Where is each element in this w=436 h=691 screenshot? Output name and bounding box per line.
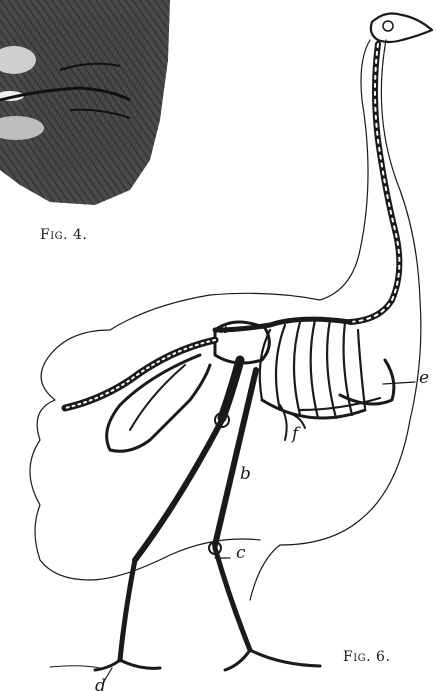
label-d: d bbox=[95, 678, 106, 691]
sternum bbox=[340, 360, 394, 404]
fig6-caption: Fig. 6. bbox=[343, 649, 390, 665]
tarsometatarsus bbox=[215, 548, 250, 650]
label-c: c bbox=[236, 545, 246, 562]
label-f: f bbox=[292, 426, 298, 443]
label-a: a bbox=[218, 320, 228, 337]
tibia-front bbox=[215, 370, 256, 545]
fig4-caption: Fig. 4. bbox=[40, 227, 87, 243]
label-e: e bbox=[419, 370, 429, 387]
leader-e bbox=[383, 382, 415, 384]
ground-line bbox=[50, 666, 100, 668]
skull bbox=[371, 14, 432, 42]
label-b: b bbox=[240, 466, 251, 483]
femur bbox=[222, 360, 240, 418]
wing bbox=[107, 355, 210, 451]
